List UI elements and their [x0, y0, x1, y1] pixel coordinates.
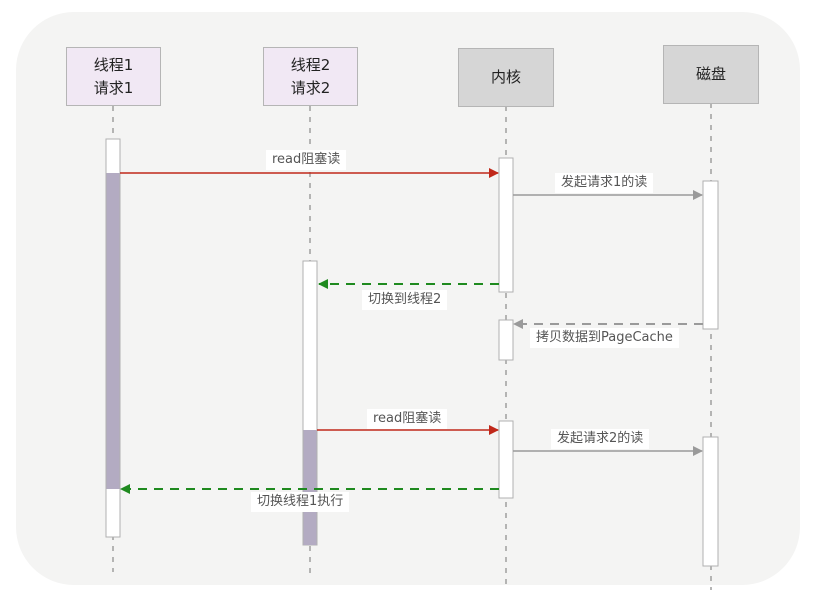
- message-label-switch-t1: 切换线程1执行: [251, 492, 350, 512]
- message-label-disk-read-1: 发起请求1的读: [555, 173, 654, 193]
- participant-thread-2-name: 线程2: [290, 55, 331, 74]
- activation-t2-blocked: [303, 430, 317, 545]
- message-label-copy-pagecache: 拷贝数据到PageCache: [530, 328, 679, 348]
- participant-thread-1-request: 请求1: [93, 78, 134, 97]
- activation-kernel-2: [498, 319, 514, 361]
- participant-disk: 磁盘: [663, 45, 759, 104]
- message-label-disk-read-2: 发起请求2的读: [551, 429, 650, 449]
- participant-kernel-name: 内核: [490, 68, 521, 86]
- message-label-read-t2: read阻塞读: [367, 409, 448, 429]
- activation-kernel-3: [498, 420, 514, 499]
- message-label-switch-t2: 切换到线程2: [362, 290, 448, 310]
- participant-thread-1-name: 线程1: [93, 55, 134, 74]
- message-label-read-t1: read阻塞读: [266, 150, 347, 170]
- activation-disk-2: [702, 436, 719, 567]
- participant-thread-1: 线程1 请求1: [66, 47, 161, 106]
- activation-t1-blocked: [106, 173, 120, 489]
- participant-disk-name: 磁盘: [695, 65, 726, 83]
- participant-thread-2-request: 请求2: [290, 78, 331, 97]
- participant-thread-2: 线程2 请求2: [263, 47, 358, 106]
- participant-kernel: 内核: [458, 48, 554, 107]
- activation-kernel-1: [498, 157, 514, 293]
- activation-disk-1: [702, 180, 719, 330]
